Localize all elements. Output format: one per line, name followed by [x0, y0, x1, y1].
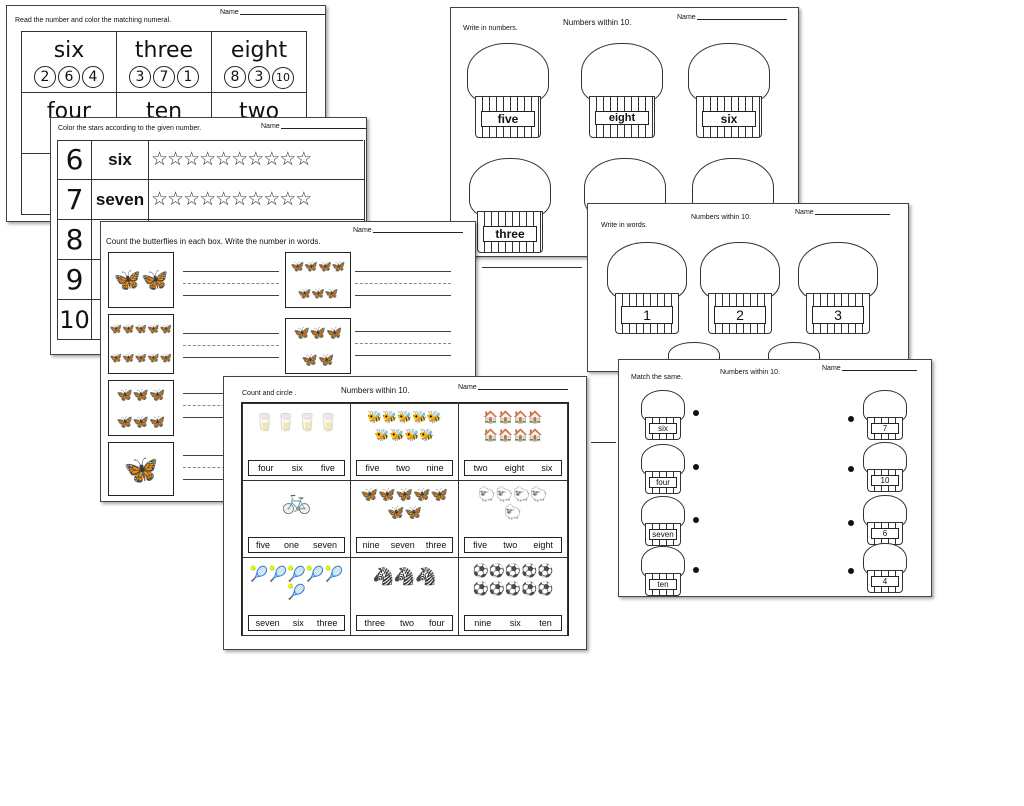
cupcake: three — [469, 158, 551, 253]
name-field: Name — [458, 384, 568, 391]
worksheet-write-words: Write in words. Numbers within 10. Name … — [587, 203, 909, 372]
cupcake: 2 — [700, 242, 780, 334]
name-field: Name — [795, 209, 890, 216]
instruction: Match the same. — [631, 374, 683, 381]
butterfly-box: 🦋🦋 — [108, 252, 174, 308]
cupcake: seven — [641, 496, 685, 546]
name-field: Name — [353, 227, 463, 234]
match-dot — [848, 520, 854, 526]
match-dot — [848, 466, 854, 472]
butterfly-box: 🦋🦋🦋🦋🦋 — [285, 318, 351, 374]
cupcake: 4 — [863, 543, 907, 593]
name-field: Name — [677, 14, 787, 21]
name-field: Name — [220, 9, 325, 16]
cupcake: four — [641, 444, 685, 494]
cupcake: eight — [581, 43, 663, 138]
match-dot — [848, 416, 854, 422]
instruction: Count and circle . — [242, 390, 297, 397]
butterfly-box: 🦋🦋🦋🦋🦋🦋🦋🦋🦋🦋 — [108, 314, 174, 374]
cupcake: ten — [641, 546, 685, 596]
match-dot — [693, 567, 699, 573]
name-field: Name — [822, 365, 917, 372]
answer-lines — [355, 320, 451, 356]
instruction: Write in numbers. — [463, 25, 518, 32]
match-dot — [693, 410, 699, 416]
worksheet-count-circle: Count and circle . Numbers within 10. Na… — [223, 376, 587, 650]
answer-lines — [355, 260, 451, 296]
instruction: Color the stars according to the given n… — [58, 125, 202, 132]
instruction: Read the number and color the matching n… — [15, 17, 172, 24]
cupcake: 7 — [863, 390, 907, 440]
header-title: Numbers within 10. — [720, 369, 780, 376]
worksheet-match-same: Match the same. Numbers within 10. Name … — [618, 359, 932, 597]
divider-line — [591, 442, 616, 443]
answer-lines — [183, 322, 279, 358]
divider-line — [482, 267, 582, 268]
header-title: Numbers within 10. — [563, 18, 632, 27]
header-title: Numbers within 10. — [691, 214, 751, 221]
cupcake: 10 — [863, 442, 907, 492]
butterfly-box: 🦋🦋🦋🦋🦋🦋🦋 — [285, 252, 351, 308]
name-field: Name — [261, 123, 366, 130]
cupcake: 3 — [798, 242, 878, 334]
butterfly-box: 🦋 — [108, 442, 174, 496]
answer-lines — [183, 260, 279, 296]
match-dot — [693, 464, 699, 470]
cupcake: 6 — [863, 495, 907, 545]
match-dot — [693, 517, 699, 523]
instruction: Count the butterflies in each box. Write… — [106, 237, 321, 246]
butterfly-box: 🦋🦋🦋🦋🦋🦋 — [108, 380, 174, 436]
match-dot — [848, 568, 854, 574]
cupcake: 1 — [607, 242, 687, 334]
cupcake: five — [467, 43, 549, 138]
cupcake: six — [688, 43, 770, 138]
header-title: Numbers within 10. — [341, 386, 410, 395]
instruction: Write in words. — [601, 222, 648, 229]
cupcake: six — [641, 390, 685, 440]
